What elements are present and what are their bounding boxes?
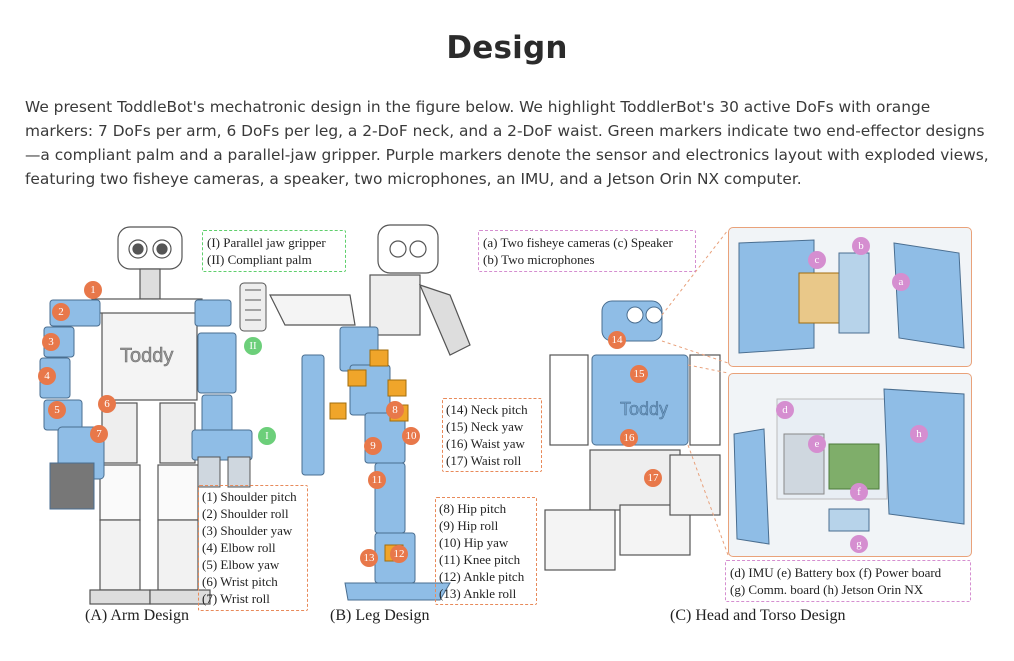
marker-10: 10 — [402, 427, 420, 445]
marker-II: II — [244, 337, 262, 355]
svg-text:Toddy: Toddy — [620, 399, 668, 419]
legend-waist-yaw: (16) Waist yaw — [446, 436, 525, 451]
page-title: Design — [446, 30, 568, 66]
marker-14: 14 — [608, 331, 626, 349]
marker-6: 6 — [98, 395, 116, 413]
legend-elbow-yaw: (5) Elbow yaw — [202, 557, 280, 572]
marker-16: 16 — [620, 429, 638, 447]
design-figure: Toddy — [30, 215, 985, 635]
marker-5: 5 — [48, 401, 66, 419]
legend-shoulder-yaw: (3) Shoulder yaw — [202, 523, 293, 538]
svg-text:Toddy: Toddy — [120, 345, 173, 367]
arm-legend-box: (1) Shoulder pitch (2) Shoulder roll (3)… — [198, 485, 308, 611]
legend-wrist-pitch: (6) Wrist pitch — [202, 574, 278, 589]
legend-shoulder-roll: (2) Shoulder roll — [202, 506, 289, 521]
robot-illustration: Toddy — [39, 224, 729, 605]
torso-exploded-illustration — [733, 388, 965, 545]
intro-text: We present ToddleBot's mechatronic desig… — [25, 98, 989, 188]
intro-paragraph: We present ToddleBot's mechatronic desig… — [25, 95, 990, 191]
marker-a: a — [892, 273, 910, 291]
neck-waist-legend-box: (14) Neck pitch (15) Neck yaw (16) Waist… — [442, 398, 542, 472]
leg-legend-box: (8) Hip pitch (9) Hip roll (10) Hip yaw … — [435, 497, 537, 605]
legend-neck-yaw: (15) Neck yaw — [446, 419, 524, 434]
legend-shoulder-pitch: (1) Shoulder pitch — [202, 489, 297, 504]
legend-compliant-palm: (II) Compliant palm — [207, 252, 312, 267]
marker-12: 12 — [390, 545, 408, 563]
legend-ankle-pitch: (12) Ankle pitch — [439, 569, 525, 584]
legend-waist-roll: (17) Waist roll — [446, 453, 522, 468]
marker-g: g — [850, 535, 868, 553]
marker-1: 1 — [84, 281, 102, 299]
marker-e: e — [808, 435, 826, 453]
legend-neck-pitch: (14) Neck pitch — [446, 402, 528, 417]
marker-c: c — [808, 251, 826, 269]
marker-7: 7 — [90, 425, 108, 443]
marker-h: h — [910, 425, 928, 443]
head-exploded-illustration — [738, 239, 965, 354]
marker-2: 2 — [52, 303, 70, 321]
caption-head-torso-design: (C) Head and Torso Design — [670, 607, 846, 624]
end-effector-legend-box: (I) Parallel jaw gripper (II) Compliant … — [202, 230, 346, 272]
marker-d: d — [776, 401, 794, 419]
torso-exploded-view — [728, 373, 972, 557]
marker-b: b — [852, 237, 870, 255]
legend-hip-yaw: (10) Hip yaw — [439, 535, 509, 550]
marker-17: 17 — [644, 469, 662, 487]
marker-8: 8 — [386, 401, 404, 419]
legend-imu-battery-power: (d) IMU (e) Battery box (f) Power board — [730, 565, 942, 580]
legend-ankle-roll: (13) Ankle roll — [439, 586, 517, 601]
marker-13: 13 — [360, 549, 378, 567]
legend-comm-jetson: (g) Comm. board (h) Jetson Orin NX — [730, 582, 924, 597]
caption-arm-design: (A) Arm Design — [85, 607, 189, 624]
marker-I: I — [258, 427, 276, 445]
legend-hip-roll: (9) Hip roll — [439, 518, 499, 533]
marker-f: f — [850, 483, 868, 501]
legend-cameras-speaker: (a) Two fisheye cameras (c) Speaker — [483, 235, 673, 250]
marker-11: 11 — [368, 471, 386, 489]
marker-4: 4 — [38, 367, 56, 385]
legend-hip-pitch: (8) Hip pitch — [439, 501, 507, 516]
legend-microphones: (b) Two microphones — [483, 252, 595, 267]
head-exploded-view — [728, 227, 972, 367]
marker-15: 15 — [630, 365, 648, 383]
caption-leg-design: (B) Leg Design — [330, 607, 430, 624]
legend-wrist-roll: (7) Wrist roll — [202, 591, 270, 606]
legend-parallel-jaw-gripper: (I) Parallel jaw gripper — [207, 235, 326, 250]
legend-knee-pitch: (11) Knee pitch — [439, 552, 521, 567]
legend-elbow-roll: (4) Elbow roll — [202, 540, 276, 555]
head-sensors-legend-box: (a) Two fisheye cameras (c) Speaker (b) … — [478, 230, 696, 272]
marker-3: 3 — [42, 333, 60, 351]
torso-electronics-legend-box: (d) IMU (e) Battery box (f) Power board … — [725, 560, 971, 602]
marker-9: 9 — [364, 437, 382, 455]
